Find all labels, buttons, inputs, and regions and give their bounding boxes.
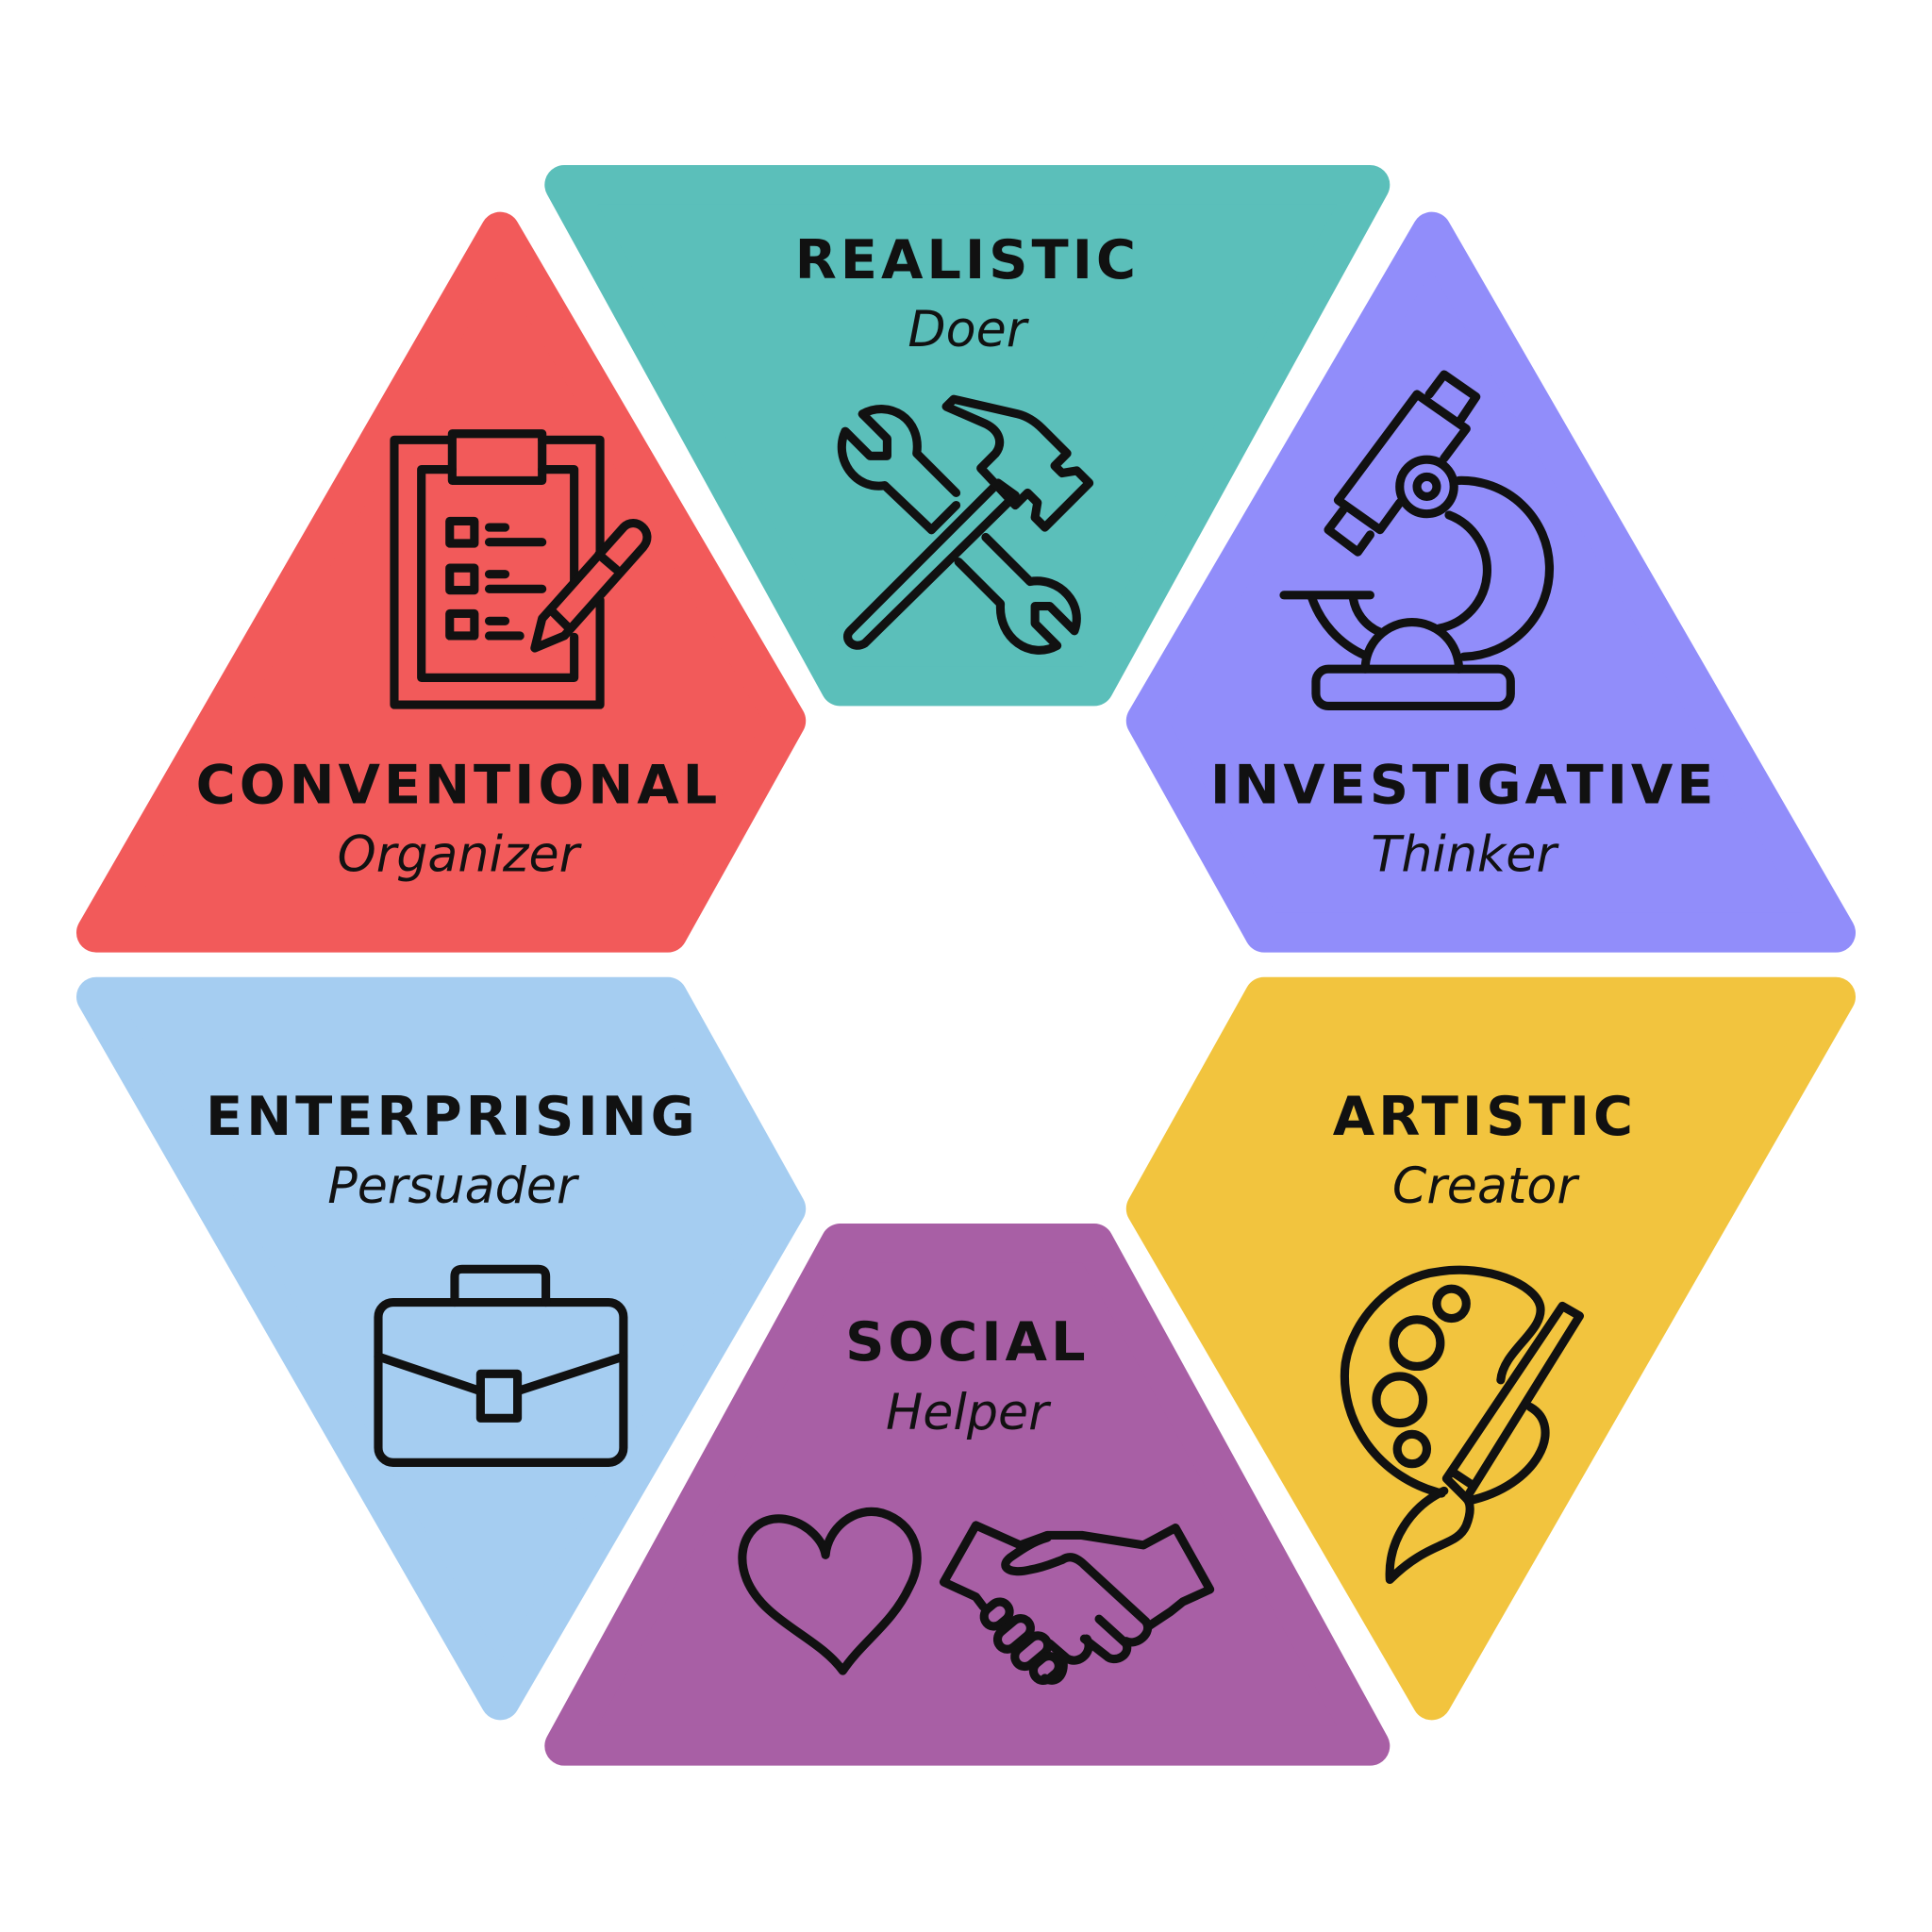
social-subtitle: Helper — [886, 1385, 1052, 1441]
clipboard-icon — [390, 429, 652, 709]
segment-enterprising — [75, 976, 807, 1721]
investigative-title: INVESTIGATIVE — [1210, 754, 1717, 817]
segment-investigative — [1125, 211, 1857, 953]
palette-icon — [1340, 1265, 1585, 1585]
artistic-title: ARTISTIC — [1333, 1085, 1637, 1148]
segment-realistic — [544, 165, 1391, 707]
enterprising-subtitle: Persuader — [327, 1158, 580, 1215]
microscope-icon — [1279, 370, 1555, 710]
conventional-title: CONVENTIONAL — [196, 754, 721, 817]
conventional-subtitle: Organizer — [338, 826, 583, 883]
heart-handshake-icon — [738, 1507, 1215, 1686]
realistic-title: REALISTIC — [795, 228, 1140, 291]
tools-icon — [837, 394, 1094, 655]
briefcase-icon — [374, 1264, 628, 1467]
segment-social — [544, 1223, 1391, 1766]
artistic-subtitle: Creator — [1392, 1158, 1581, 1215]
enterprising-title: ENTERPRISING — [206, 1085, 699, 1148]
social-title: SOCIAL — [845, 1310, 1089, 1374]
segment-conventional — [75, 211, 807, 953]
investigative-subtitle: Thinker — [1371, 826, 1559, 883]
segment-artistic — [1125, 976, 1857, 1721]
realistic-subtitle: Doer — [908, 302, 1029, 358]
